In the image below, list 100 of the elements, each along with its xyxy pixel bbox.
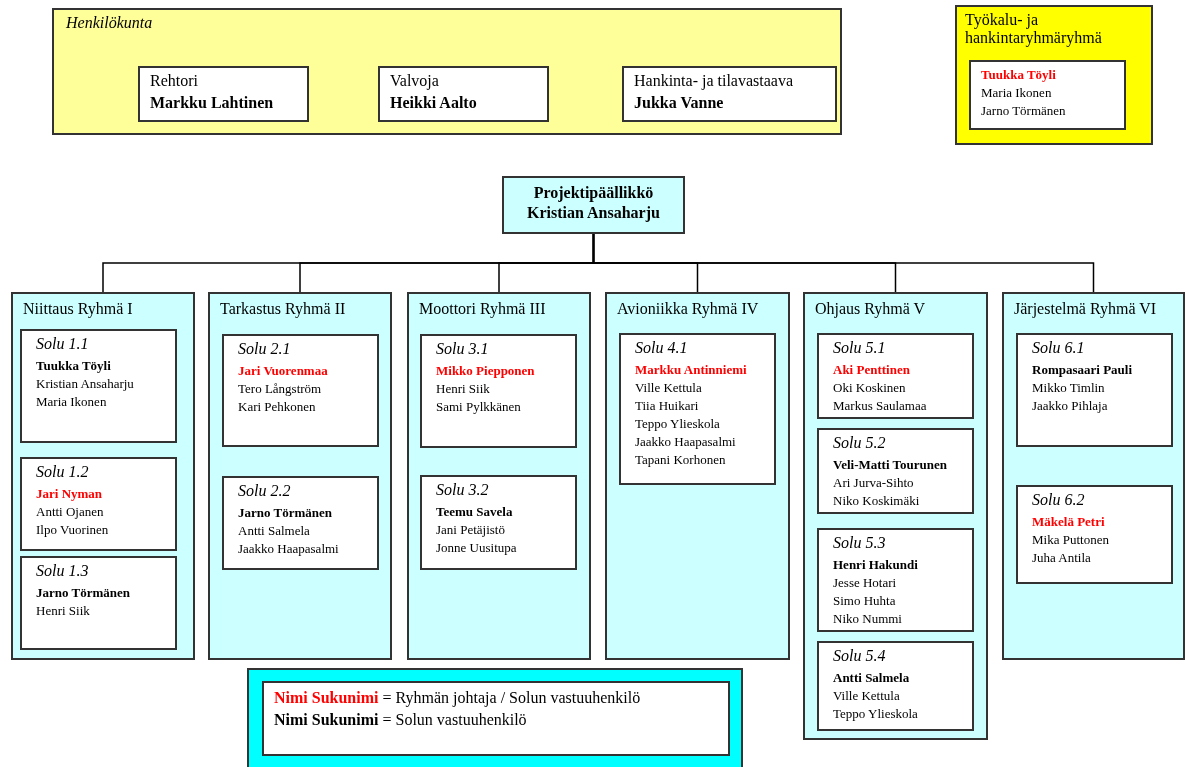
team-title: Niittaus Ryhmä I bbox=[23, 300, 133, 318]
team-title: Moottori Ryhmä III bbox=[419, 300, 546, 318]
member-name: Henri Siik bbox=[436, 380, 490, 398]
leader-name: Tuukka Töyli bbox=[36, 357, 111, 375]
member-name: Antti Salmela bbox=[238, 522, 310, 540]
cell-title: Solu 1.1 bbox=[36, 335, 89, 353]
team-title: Järjestelmä Ryhmä VI bbox=[1014, 300, 1157, 318]
member-name: Jani Petäjistö bbox=[436, 521, 505, 539]
member-name: Jarno Törmänen bbox=[981, 102, 1066, 120]
panel-title: Henkilökunta bbox=[66, 14, 153, 32]
cell-box bbox=[1016, 333, 1173, 447]
cell-box bbox=[20, 556, 177, 650]
cell-title: Solu 1.2 bbox=[36, 463, 89, 481]
leader-name: Jarno Törmänen bbox=[238, 504, 332, 522]
cell-box bbox=[222, 476, 379, 570]
role-title: Rehtori bbox=[150, 72, 198, 90]
member-name: Jesse Hotari bbox=[833, 574, 897, 592]
name-box bbox=[138, 66, 309, 122]
member-name: Henri Siik bbox=[36, 602, 90, 620]
member-name: Niko Nummi bbox=[833, 610, 902, 628]
cell-title: Solu 4.1 bbox=[635, 339, 688, 357]
group-panel bbox=[955, 5, 1153, 145]
panel-title: Työkalu- ja hankintaryhmäryhmä bbox=[965, 11, 1103, 47]
cell-title: Solu 3.2 bbox=[436, 481, 489, 499]
team-panel bbox=[605, 292, 790, 660]
cell-box bbox=[20, 457, 177, 551]
leader-name: Mikko Piepponen bbox=[436, 362, 535, 380]
team-title: Ohjaus Ryhmä V bbox=[815, 300, 926, 318]
name-box bbox=[378, 66, 549, 122]
team-title: Avioniikka Ryhmä IV bbox=[617, 300, 759, 318]
role-title: Hankinta- ja tilavastaava bbox=[634, 72, 794, 90]
member-name: Tapani Korhonen bbox=[635, 451, 726, 469]
cell-title: Solu 6.2 bbox=[1032, 491, 1085, 509]
member-name: Antti Ojanen bbox=[36, 503, 104, 521]
member-name: Ville Kettula bbox=[635, 379, 702, 397]
member-name: Jaakko Haapasalmi bbox=[238, 540, 339, 558]
member-name: Mikko Timlin bbox=[1032, 379, 1105, 397]
cell-title: Solu 6.1 bbox=[1032, 339, 1085, 357]
leader-name: Antti Salmela bbox=[833, 669, 910, 687]
member-name: Juha Antila bbox=[1032, 549, 1091, 567]
cell-title: Solu 3.1 bbox=[436, 340, 489, 358]
legend-entry: Nimi Sukunimi = Solun vastuuhenkilö bbox=[274, 711, 527, 729]
member-name: Heikki Aalto bbox=[390, 94, 477, 112]
cell-box bbox=[817, 641, 974, 731]
member-name: Kari Pehkonen bbox=[238, 398, 316, 416]
cell-box bbox=[420, 475, 577, 570]
member-name: Ari Jurva-Sihto bbox=[833, 474, 914, 492]
cell-box bbox=[817, 528, 974, 632]
role-title: Valvoja bbox=[390, 72, 439, 90]
member-name: Jukka Vanne bbox=[634, 94, 724, 112]
team-panel bbox=[1002, 292, 1185, 660]
member-name: Jaakko Pihlaja bbox=[1032, 397, 1108, 415]
cell-title: Solu 1.3 bbox=[36, 562, 89, 580]
team-panel bbox=[208, 292, 392, 660]
cell-title: Solu 5.3 bbox=[833, 534, 886, 552]
member-name: Kristian Ansaharju bbox=[36, 375, 134, 393]
member-name: Teppo Ylieskola bbox=[833, 705, 918, 723]
member-name: Sami Pylkkänen bbox=[436, 398, 521, 416]
team-panel bbox=[11, 292, 195, 660]
name-box bbox=[622, 66, 837, 122]
cell-box bbox=[817, 428, 974, 514]
member-name: Ville Kettula bbox=[833, 687, 900, 705]
cell-box bbox=[20, 329, 177, 443]
staff-panel bbox=[52, 8, 842, 135]
cell-title: Solu 2.1 bbox=[238, 340, 291, 358]
member-name: Tiia Huikari bbox=[635, 397, 699, 415]
leader-name: Teemu Savela bbox=[436, 503, 513, 521]
member-name: Teppo Ylieskola bbox=[635, 415, 720, 433]
member-name: Niko Koskimäki bbox=[833, 492, 920, 510]
role-title: Projektipäällikkö bbox=[532, 184, 655, 202]
connector-line bbox=[592, 233, 1095, 293]
leader-name: Mäkelä Petri bbox=[1032, 513, 1105, 531]
member-name: Maria Ikonen bbox=[981, 84, 1052, 102]
member-name: Simo Huhta bbox=[833, 592, 896, 610]
leader-name: Henri Hakundi bbox=[833, 556, 918, 574]
cell-title: Solu 2.2 bbox=[238, 482, 291, 500]
member-name: Tero Långström bbox=[238, 380, 322, 398]
member-name: Kristian Ansaharju bbox=[526, 204, 661, 222]
cell-box bbox=[420, 334, 577, 448]
leader-name: Markku Antinniemi bbox=[635, 361, 747, 379]
team-panel bbox=[803, 292, 988, 740]
cell-title: Solu 5.4 bbox=[833, 647, 886, 665]
cell-title: Solu 5.2 bbox=[833, 434, 886, 452]
cell-box bbox=[817, 333, 974, 419]
leader-name: Tuukka Töyli bbox=[981, 66, 1056, 84]
member-name: Maria Ikonen bbox=[36, 393, 107, 411]
cell-title: Solu 5.1 bbox=[833, 339, 886, 357]
cell-box bbox=[619, 333, 776, 485]
member-name: Oki Koskinen bbox=[833, 379, 906, 397]
manager-box bbox=[502, 176, 685, 234]
member-name: Markus Saulamaa bbox=[833, 397, 927, 415]
member-name: Jonne Uusitupa bbox=[436, 539, 517, 557]
leader-name: Rompasaari Pauli bbox=[1032, 361, 1133, 379]
leader-name: Jarno Törmänen bbox=[36, 584, 130, 602]
member-name: Jaakko Haapasalmi bbox=[635, 433, 736, 451]
member-name: Ilpo Vuorinen bbox=[36, 521, 109, 539]
cell-box bbox=[1016, 485, 1173, 584]
cell-box bbox=[222, 334, 379, 447]
legend-entry: Nimi Sukunimi = Ryhmän johtaja / Solun vastuuhenkilö bbox=[274, 689, 641, 707]
team-title: Tarkastus Ryhmä II bbox=[220, 300, 346, 318]
